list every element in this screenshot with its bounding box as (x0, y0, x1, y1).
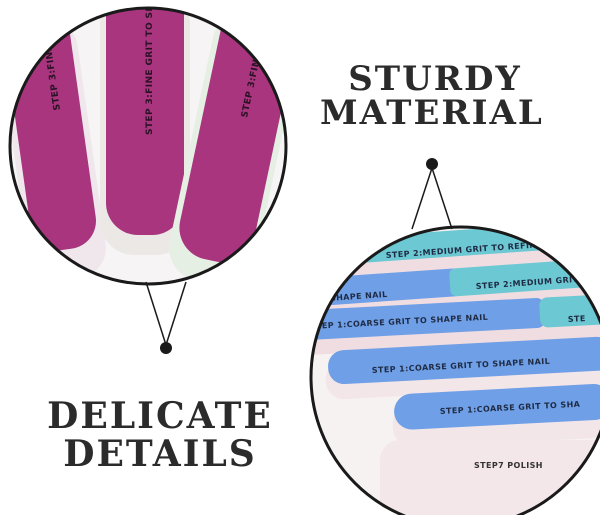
nail-file-left-2 (100, 8, 190, 255)
nail-file-right-4 (325, 336, 600, 400)
right-callout-pointer (411, 167, 453, 230)
headline-details: DETAILS (63, 433, 257, 475)
headline-sturdy: STURDY (348, 59, 522, 99)
left-label-2: STEP 3:FINE GRIT TO SMOO (145, 0, 155, 135)
right-label-8: STEP7 POLISH (474, 461, 543, 470)
right-label-5: STE (568, 314, 586, 324)
left-callout-pointer (145, 281, 187, 346)
left-photo-content: STEP 3:FINE G STEP 3:FINE GRIT TO SMOO S… (10, 0, 286, 284)
left-callout-dot (160, 342, 172, 354)
nail-file-right-5 (392, 384, 600, 448)
headline-delicate: DELICATE (47, 395, 273, 437)
nail-file-right-6 (380, 440, 600, 515)
right-callout-dot (426, 158, 438, 170)
headline-material: MATERIAL (320, 93, 544, 133)
